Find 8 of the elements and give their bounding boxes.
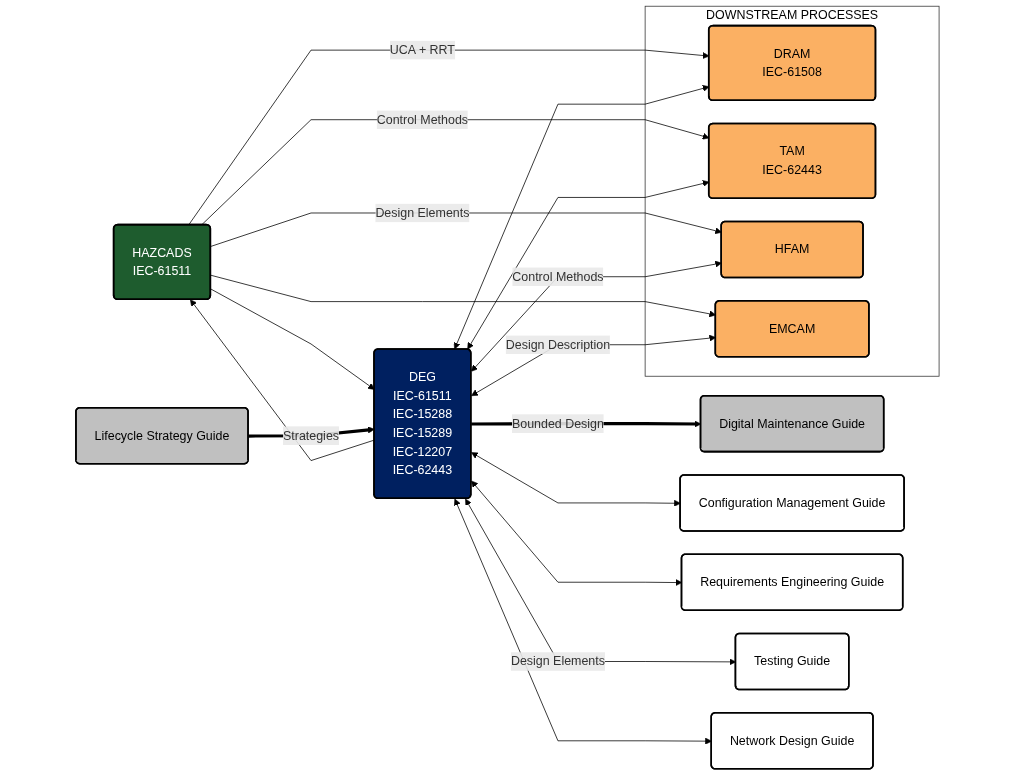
edge-label: Design Elements [510,654,605,668]
edge-label: UCA + RRT [389,43,455,57]
edge-label: Strategies [283,428,340,442]
edge-label: Bounded Design [511,416,604,430]
edge-label: Control Methods [376,112,469,126]
edge-label: Design Elements [375,205,470,220]
edge-label: Design Description [505,337,611,351]
edge-label: Control Methods [512,269,604,283]
